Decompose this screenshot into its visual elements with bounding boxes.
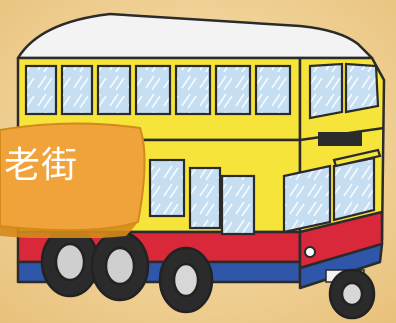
destination-sign (318, 132, 362, 146)
upper-windows (24, 62, 380, 120)
lower-windows (148, 148, 382, 236)
banner (0, 122, 146, 238)
banner-text: 老街 (3, 145, 78, 186)
wheels (40, 226, 376, 320)
license-plate-text: Leyl (338, 273, 352, 281)
headlight (304, 246, 316, 258)
